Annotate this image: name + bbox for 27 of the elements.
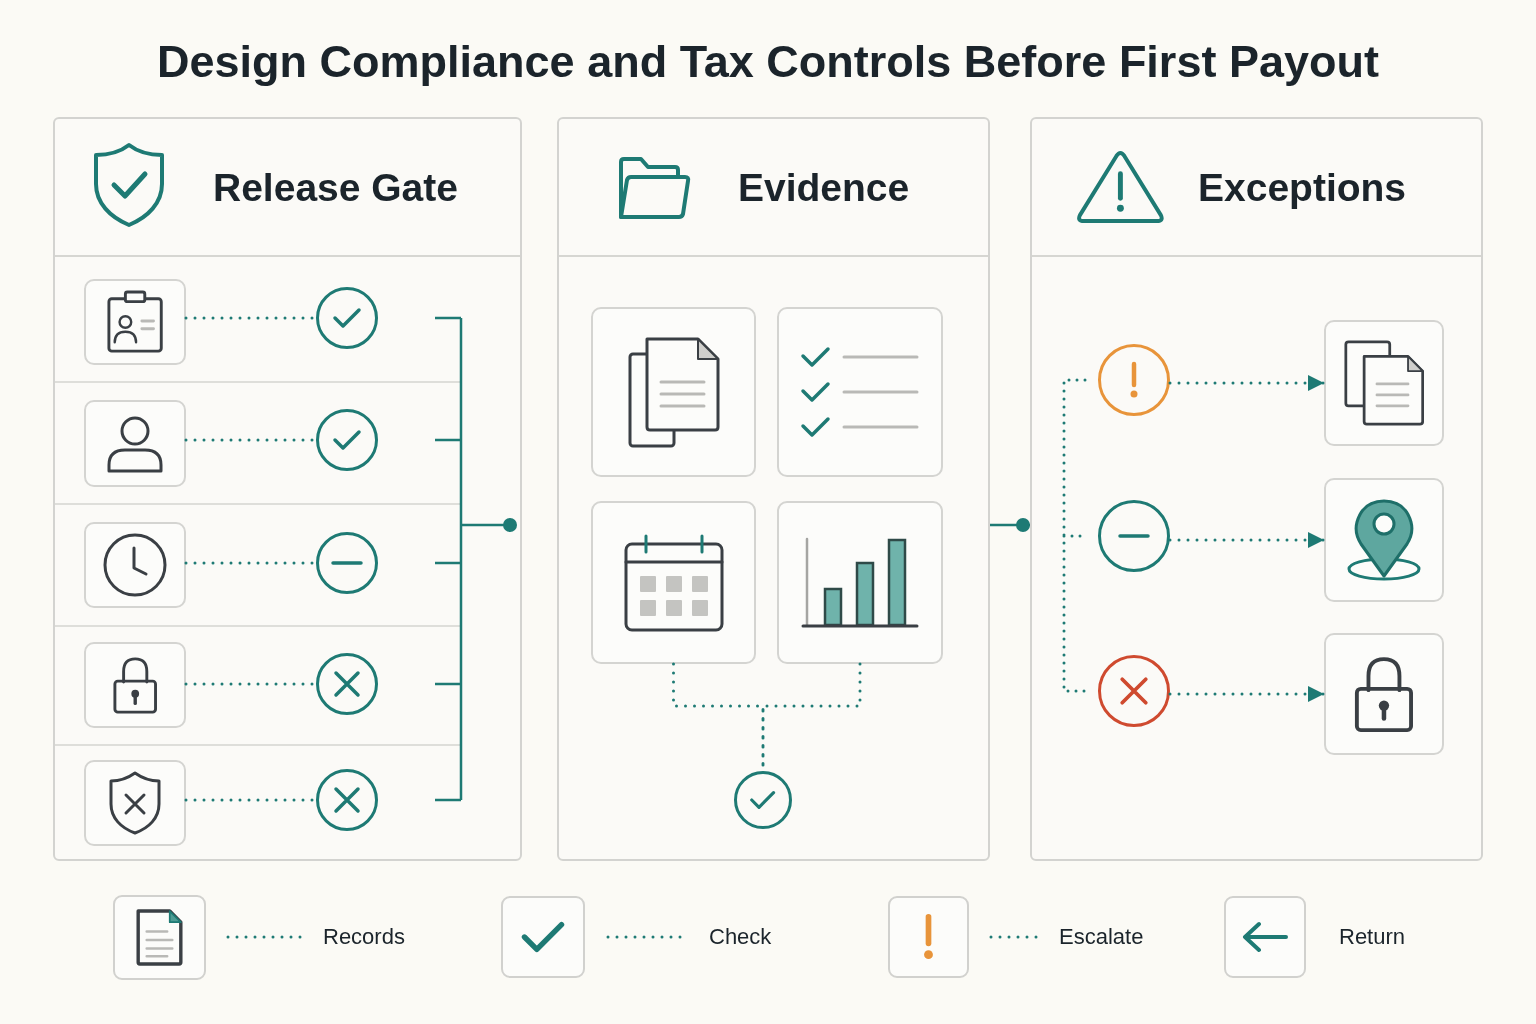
icon-tile [591,307,756,477]
legend-label: Check [709,923,772,951]
dotted-arrow [1168,532,1326,548]
icon-tile [84,400,186,487]
icon-tile [84,279,186,365]
panel-title: Evidence [738,166,910,210]
icon-tile [777,501,943,664]
panel-title: Exceptions [1198,166,1407,210]
icon-tile [1324,320,1444,446]
icon-tile [1324,633,1444,755]
panel-title: Release Gate [213,166,458,210]
icon-tile [591,501,756,664]
legend-label: Records [323,923,405,951]
icon-tile [84,760,186,846]
icon-tile [84,642,186,728]
dotted-arrow [1168,686,1326,702]
dotted-arrow [1168,375,1326,391]
legend-label: Escalate [1059,923,1144,951]
icon-tile [84,522,186,608]
panel [1030,117,1483,861]
panel [557,117,990,861]
icon-tile [1324,478,1444,602]
connector-line [990,518,1030,532]
legend-label: Return [1339,923,1406,951]
panel [53,117,522,861]
title: Design Compliance and Tax Controls Before First Payout [157,35,1379,89]
icon-tile [777,307,943,477]
